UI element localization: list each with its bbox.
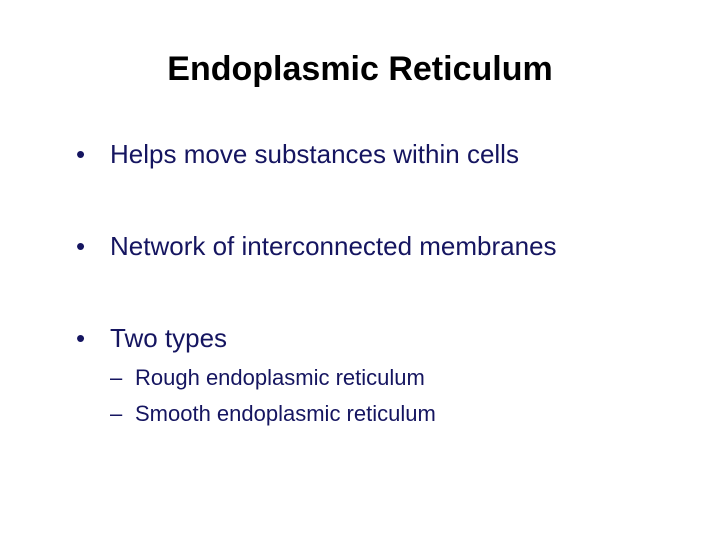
- dash-icon: –: [110, 365, 123, 390]
- page-title: Endoplasmic Reticulum: [167, 50, 553, 88]
- sub-bullet-item-2: – Smooth endoplasmic reticulum: [0, 400, 720, 427]
- dash-icon: –: [110, 401, 123, 426]
- bullet-item-3-label: Two types: [110, 323, 228, 353]
- sub-bullet-item-1-label: Rough endoplasmic reticulum: [135, 365, 425, 390]
- spacer-1: [0, 170, 720, 230]
- spacer-2: [0, 262, 720, 322]
- bullet-item-1: • Helps move substances within cells: [0, 138, 720, 170]
- bullet-item-3: • Two types: [0, 322, 720, 354]
- spacer-4: [0, 391, 720, 400]
- sub-bullet-item-1: – Rough endoplasmic reticulum: [0, 364, 720, 391]
- bullet-dot-icon: •: [76, 231, 86, 261]
- bullet-item-2-label: Network of interconnected membranes: [110, 231, 557, 261]
- slide-body: • Helps move substances within cells • N…: [0, 138, 720, 427]
- bullet-item-2: • Network of interconnected membranes: [0, 230, 720, 262]
- bullet-dot-icon: •: [76, 139, 86, 169]
- spacer-3: [0, 354, 720, 364]
- bullet-item-1-label: Helps move substances within cells: [110, 139, 519, 169]
- bullet-dot-icon: •: [76, 323, 86, 353]
- sub-bullet-item-2-label: Smooth endoplasmic reticulum: [135, 401, 436, 426]
